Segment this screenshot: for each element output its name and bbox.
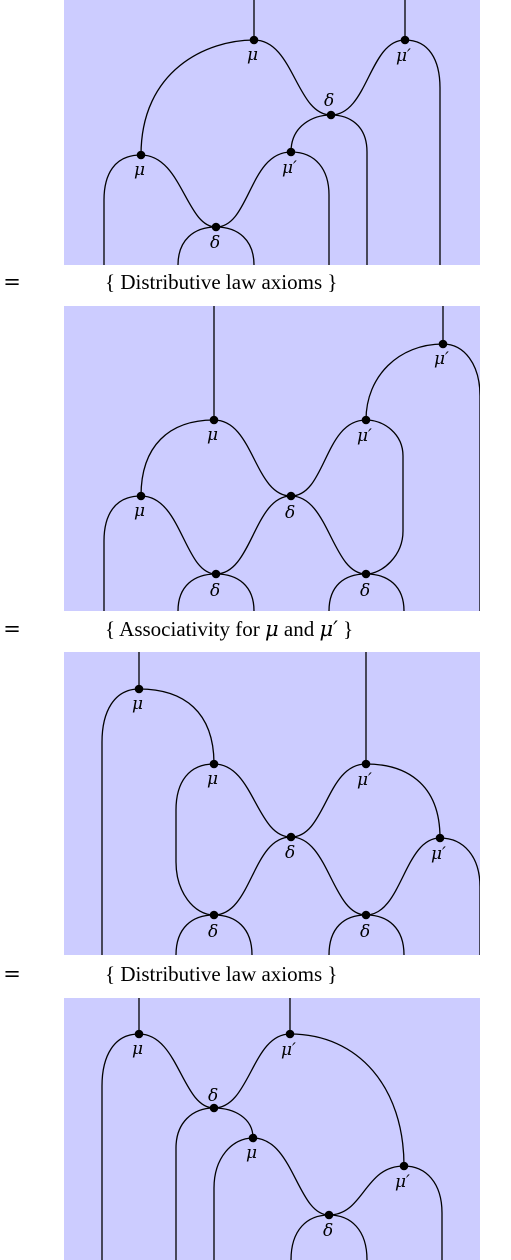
mu-label: μ [134,160,145,180]
delta-label: δ [285,503,295,523]
mu-prime-label: μ′ [434,349,449,369]
mu-label: μ [132,1039,143,1059]
justification-1: { Distributive law axioms } [105,270,338,294]
mu-label: μ [247,45,258,65]
delta-label: δ [323,1221,333,1241]
delta-label: δ [210,233,220,253]
string-diagram-3: μ μ μ′ δ μ′ δ δ [64,652,480,955]
mu-prime-label: μ′ [281,1040,296,1060]
string-diagram-4: μ μ′ δ μ μ′ δ [64,998,480,1260]
justification-3: { Distributive law axioms } [105,962,338,986]
delta-label: δ [210,581,220,601]
mu-label: μ [132,694,143,714]
mu-prime-label: μ′ [396,46,411,66]
mu-prime-label: μ′ [282,158,297,178]
equals-sign: = [3,270,21,294]
delta-label: δ [360,581,370,601]
mu-prime-label: μ′ [395,1172,410,1192]
delta-label: δ [208,1086,218,1106]
string-diagram-1: μ μ′ δ μ μ′ δ [64,0,480,265]
mu-prime-label: μ′ [357,770,372,790]
string-diagram-2: μ′ μ μ′ μ δ δ δ [64,306,480,611]
delta-label: δ [360,922,370,942]
mu-label: μ [207,769,218,789]
equals-sign: = [3,962,21,986]
delta-label: δ [285,843,295,863]
mu-label: μ [134,501,145,521]
mu-label: μ [207,425,218,445]
mu-prime-label: μ′ [431,844,446,864]
delta-label: δ [324,91,334,111]
justification-2: { Associativity for μ and μ′ } [105,617,354,641]
equals-sign: = [3,617,21,641]
mu-prime-label: μ′ [357,426,372,446]
delta-label: δ [208,922,218,942]
mu-label: μ [246,1143,257,1163]
